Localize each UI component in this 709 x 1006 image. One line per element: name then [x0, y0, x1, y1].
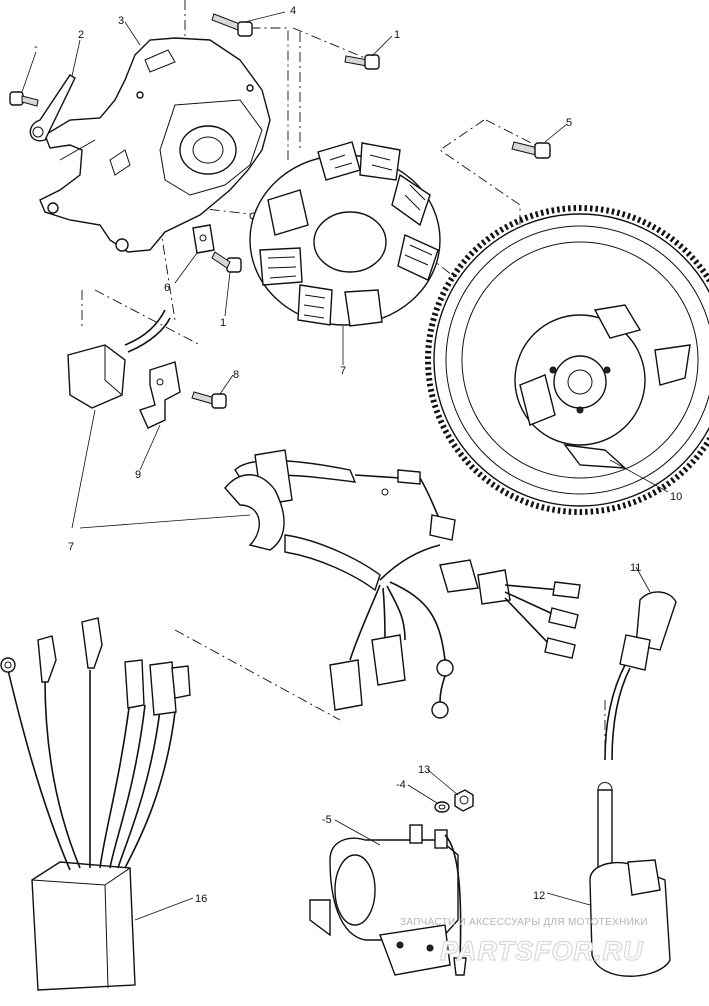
- callout-5: 5: [566, 117, 572, 129]
- callout-1-top: 1: [394, 29, 400, 41]
- pin-2: [29, 74, 76, 142]
- clip-6: [192, 224, 215, 254]
- callout-6: 6: [164, 282, 170, 294]
- callout-8: 8: [233, 369, 239, 381]
- callout-16: 16: [195, 893, 207, 905]
- callout-1-lower: 1: [220, 317, 226, 329]
- screw-4: [211, 13, 253, 37]
- bracket-9: [139, 361, 181, 429]
- connector-block: [67, 309, 171, 409]
- flywheel: [425, 205, 709, 515]
- screw-8: [191, 391, 227, 409]
- spark-plug-cap: [604, 591, 677, 761]
- callout-7-harness: 7: [68, 541, 74, 553]
- leader-lines: [21, 11, 669, 921]
- watermark: ЗАПЧАСТИ И АКСЕССУАРЫ ДЛЯ МОТОТЕХНИКИ PA…: [400, 917, 648, 967]
- callout-10: 10: [670, 491, 682, 503]
- callout-2: 2: [78, 29, 84, 41]
- callout-small-left: -: [34, 41, 38, 53]
- callout-solenoid: -5: [322, 814, 332, 826]
- callout-washer: -4: [396, 779, 406, 791]
- screw-5: [511, 141, 551, 159]
- watermark-logo: PARTSFOR.RU: [440, 936, 644, 966]
- callout-9: 9: [135, 469, 141, 481]
- screw-left: [9, 91, 39, 107]
- screw-1-upper: [344, 54, 380, 70]
- callout-4: 4: [290, 5, 296, 17]
- stator-coil: [249, 141, 441, 327]
- solenoid: [309, 824, 467, 976]
- callout-7-stator: 7: [340, 365, 346, 377]
- screw-1-lower: [211, 251, 242, 273]
- cdi-box: [0, 617, 191, 991]
- callout-11: 11: [630, 562, 641, 574]
- callout-labels: - 2 3 4 1 5 6 1 7 8 9 10 7 11 13 -4 -5 1…: [34, 5, 682, 905]
- washer-14: [434, 801, 450, 813]
- callout-12: 12: [533, 890, 545, 902]
- watermark-caption: ЗАПЧАСТИ И АКСЕССУАРЫ ДЛЯ МОТОТЕХНИКИ: [400, 917, 648, 928]
- callout-3: 3: [118, 15, 124, 27]
- stator-plate: [39, 37, 271, 253]
- wiring-harness: [224, 449, 581, 719]
- nut-13: [454, 789, 474, 812]
- callout-13: 13: [418, 764, 430, 776]
- ignition-coil: [589, 782, 671, 977]
